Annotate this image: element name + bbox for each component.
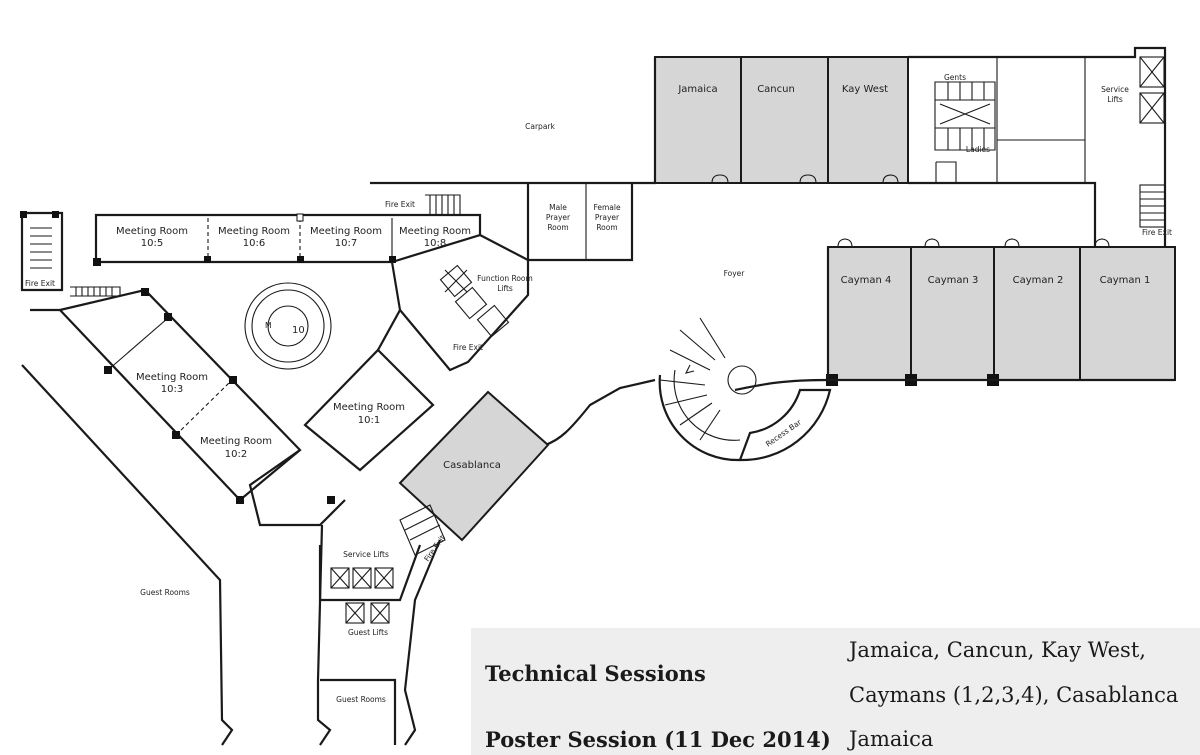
meeting-room-10-2[interactable]: Meeting Room 10:2 (200, 436, 272, 460)
svg-text:Guest Rooms: Guest Rooms (140, 588, 190, 597)
svg-text:Meeting Room: Meeting Room (310, 226, 382, 237)
svg-text:Function Room: Function Room (477, 274, 533, 283)
svg-text:10:1: 10:1 (358, 415, 380, 426)
room-cayman-4[interactable]: Cayman 4 (827, 246, 912, 381)
svg-text:Meeting Room: Meeting Room (116, 226, 188, 237)
svg-text:10:6: 10:6 (243, 238, 265, 249)
room-cayman-2[interactable]: Cayman 2 (993, 246, 1081, 381)
room-jamaica[interactable]: Jamaica (654, 56, 742, 184)
prayer-rooms: Male Prayer Room Female Prayer Room (526, 183, 634, 262)
svg-text:Prayer: Prayer (595, 213, 620, 222)
svg-text:Fire Exit: Fire Exit (1142, 228, 1172, 237)
svg-text:Guest Rooms: Guest Rooms (336, 695, 386, 704)
room-casablanca[interactable]: Casablanca (398, 390, 550, 542)
svg-text:10:5: 10:5 (141, 238, 163, 249)
recess-bar: Recess Bar (738, 388, 832, 462)
spiral-staircase (658, 317, 757, 462)
svg-text:Gents: Gents (944, 73, 966, 82)
svg-text:Fire Exit: Fire Exit (385, 200, 415, 209)
svg-text:10:7: 10:7 (335, 238, 357, 249)
svg-text:Female: Female (593, 203, 621, 212)
function-room-lifts: Function Room Lifts Fire Exit (399, 234, 533, 372)
meeting-room-10-3[interactable]: Meeting Room 10:3 (136, 372, 208, 395)
svg-text:10:3: 10:3 (161, 384, 183, 395)
meeting-room-10-8[interactable]: Meeting Room 10:8 (399, 226, 471, 249)
meeting-room-10-1[interactable]: Meeting Room 10:1 (303, 348, 435, 472)
svg-text:M: M (265, 321, 271, 330)
svg-text:Recess Bar: Recess Bar (764, 417, 804, 449)
guest-room-wings: Guest Rooms Guest Rooms (21, 308, 442, 746)
svg-text:10: 10 (292, 325, 305, 336)
svg-text:Fire Exit: Fire Exit (25, 279, 55, 288)
service-lifts-top: Service Lifts (1101, 56, 1165, 124)
room-cayman-3[interactable]: Cayman 3 (910, 246, 995, 381)
meeting-rooms-row (93, 213, 482, 266)
svg-text:Ladies: Ladies (966, 145, 990, 154)
meeting-room-10-6[interactable]: Meeting Room 10:6 (218, 226, 290, 249)
legend-value-technical-line2: Caymans (1,2,3,4), Casablanca (849, 683, 1179, 707)
svg-text:Prayer: Prayer (546, 213, 571, 222)
svg-text:Cancun: Cancun (757, 84, 795, 95)
svg-text:Cayman 2: Cayman 2 (1013, 275, 1064, 286)
svg-text:10:2: 10:2 (225, 449, 247, 460)
legend-value-poster: Jamaica (849, 727, 934, 751)
svg-text:Meeting Room: Meeting Room (399, 226, 471, 237)
fire-exit-left[interactable]: Fire Exit (20, 211, 121, 297)
legend-label-poster: Poster Session (11 Dec 2014) (485, 727, 831, 752)
room-cancun[interactable]: Cancun (740, 56, 829, 184)
room-cayman-1[interactable]: Cayman 1 (1079, 246, 1176, 381)
service-lifts-bottom: Service Lifts (318, 544, 422, 602)
svg-text:Room: Room (596, 223, 617, 232)
svg-text:Fire Exit: Fire Exit (422, 533, 447, 563)
legend-label-technical: Technical Sessions (485, 661, 706, 686)
fire-exit-top[interactable]: Fire Exit (370, 181, 490, 216)
svg-text:Cayman 1: Cayman 1 (1100, 275, 1151, 286)
svg-text:Cayman 3: Cayman 3 (928, 275, 979, 286)
svg-text:Male: Male (549, 203, 567, 212)
meet-on-10-logo: M 10 (244, 282, 332, 370)
meeting-room-10-7[interactable]: Meeting Room 10:7 (310, 226, 382, 249)
svg-text:Meeting Room: Meeting Room (200, 436, 272, 447)
svg-text:Room: Room (547, 223, 568, 232)
svg-text:Guest Lifts: Guest Lifts (348, 628, 388, 637)
guest-lifts: Guest Lifts (345, 602, 390, 637)
carpark-label: Carpark (525, 122, 555, 131)
legend-value-technical-line1: Jamaica, Cancun, Kay West, (849, 638, 1146, 662)
svg-text:Lifts: Lifts (1107, 95, 1123, 104)
svg-text:Service Lifts: Service Lifts (343, 550, 389, 559)
session-legend: Technical Sessions Jamaica, Cancun, Kay … (471, 628, 1200, 755)
fire-exit-right[interactable]: Fire Exit (1139, 184, 1172, 237)
foyer-label: Foyer (724, 269, 746, 278)
svg-text:Jamaica: Jamaica (677, 84, 717, 95)
svg-text:10:8: 10:8 (424, 238, 446, 249)
meeting-room-10-5[interactable]: Meeting Room 10:5 (116, 226, 188, 249)
svg-text:Kay West: Kay West (842, 84, 888, 95)
svg-text:Service: Service (1101, 85, 1129, 94)
svg-text:Meeting Room: Meeting Room (333, 402, 405, 413)
svg-text:Casablanca: Casablanca (443, 460, 501, 471)
svg-text:Meeting Room: Meeting Room (218, 226, 290, 237)
svg-text:Meeting Room: Meeting Room (136, 372, 208, 383)
svg-text:Cayman 4: Cayman 4 (841, 275, 892, 286)
room-kay-west[interactable]: Kay West (827, 56, 909, 184)
meeting-rooms-diagonal (57, 288, 302, 504)
svg-text:Fire Exit: Fire Exit (453, 343, 483, 352)
svg-text:Lifts: Lifts (497, 284, 513, 293)
